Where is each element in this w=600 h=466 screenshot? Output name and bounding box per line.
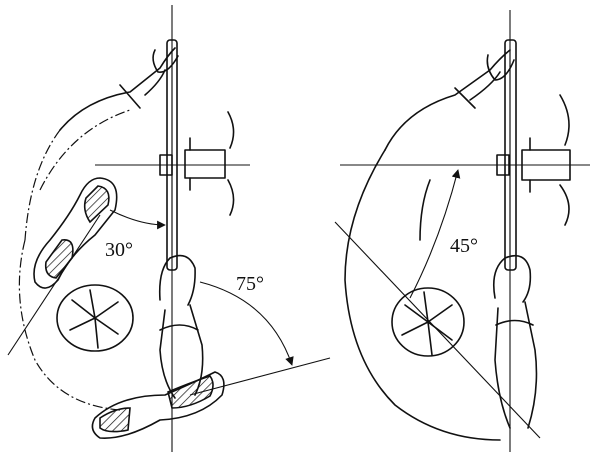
left-angle-30-label: 30° bbox=[105, 239, 133, 261]
right-body-outline bbox=[344, 149, 501, 441]
left-75-arc bbox=[199, 281, 294, 366]
left-panel: 30° 75° bbox=[7, 5, 331, 452]
right-panel: 45° bbox=[334, 10, 590, 452]
left-75-reference-line bbox=[189, 357, 331, 396]
left-fixture bbox=[159, 111, 235, 216]
right-diagonal-line bbox=[334, 221, 541, 439]
left-diagonal-line bbox=[7, 214, 101, 356]
left-angle-75-label: 75° bbox=[236, 273, 264, 295]
left-tool-rod bbox=[166, 39, 178, 271]
left-lower-arm bbox=[158, 254, 204, 399]
right-lower-arm bbox=[492, 254, 538, 429]
left-body-outline bbox=[18, 239, 121, 411]
right-head bbox=[391, 287, 465, 357]
right-tool-rod bbox=[504, 39, 517, 271]
left-upper-arm bbox=[24, 47, 179, 241]
left-body-inner-outline bbox=[39, 109, 131, 191]
right-angle-45-label: 45° bbox=[450, 235, 478, 257]
left-30-arc bbox=[109, 209, 166, 230]
right-45-arc bbox=[409, 169, 461, 299]
left-upper-footprint bbox=[33, 177, 118, 289]
left-lower-footprint bbox=[91, 371, 225, 439]
right-shoulder-line bbox=[419, 179, 431, 241]
left-head bbox=[56, 284, 134, 352]
right-fixture bbox=[496, 94, 571, 226]
right-upper-arm bbox=[384, 49, 515, 151]
